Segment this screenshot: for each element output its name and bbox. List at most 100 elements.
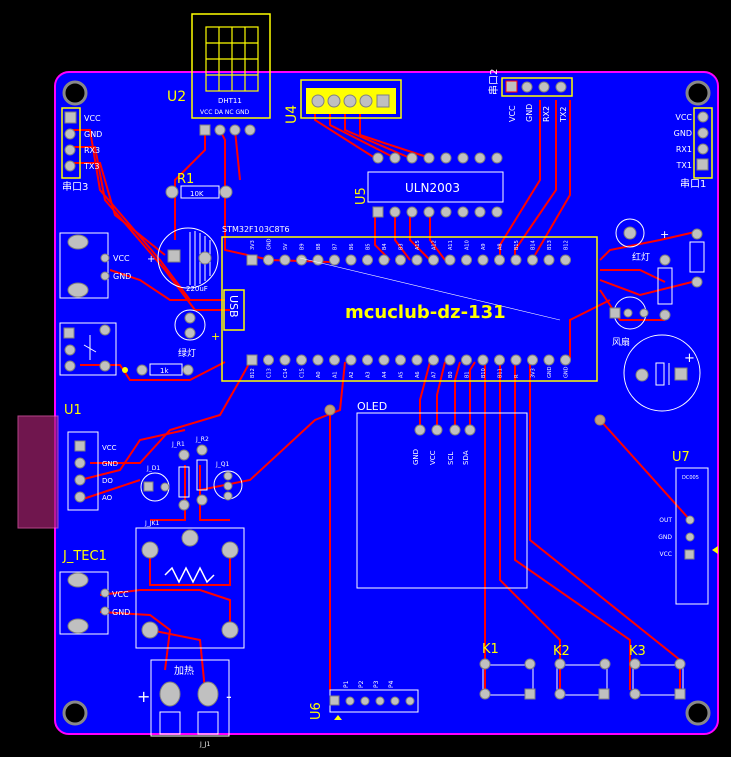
mcu-pin [411,354,423,366]
mcu-pin-label: B14 [531,240,537,250]
pwr-gnd-label: GND [113,272,131,281]
u6-pin-label: P2 [358,680,365,688]
j-j1-slot [159,711,181,735]
mcu-pin [428,354,439,366]
mcu-pin [428,254,439,266]
u7-outline [675,467,709,605]
heat-label: 加热 [174,664,194,677]
j-j1-label: J_J1 [199,741,211,748]
mount-hole-tl [62,80,88,106]
mcu-pin-label: GND [267,238,273,250]
oled-pin-label: GND [412,449,420,465]
j-tec1-outline [59,571,109,635]
j-q1-pad [223,471,233,481]
port3-pins [64,111,77,172]
port3-pin-label: GND [84,130,102,139]
big-cap-plus: + [684,351,695,366]
uln2003-pin [440,152,452,164]
u7-pins [684,515,695,560]
uln2003-pin [491,152,503,164]
u5-label: U5 [354,187,369,205]
mcu-pin-label: B12 [250,368,256,378]
u6-label: U6 [309,702,324,720]
cap-value: 220uF [186,285,208,293]
u6-pin1-marker [334,715,342,720]
usb-outline [223,289,245,331]
u6-pin-label: P4 [388,680,395,688]
lr-pad [136,364,148,376]
u7-marker [712,546,718,554]
right-resistor-pad [691,228,703,240]
mcu-pin [263,354,274,366]
mcu-pin [477,254,489,266]
tec-vcc-label: VCC [112,590,129,599]
j-r2-pad [196,494,208,506]
mcu-pin [395,254,406,266]
mcu-pin [461,354,472,366]
uln2003-label: ULN2003 [405,181,460,195]
mcu-pin [543,254,555,266]
relay-outline [59,322,117,376]
r1-value: 10K [190,190,204,198]
uln2003-pin [406,206,418,218]
u1-labels: VCC GND DO AO [102,444,118,502]
mcu-pin [494,254,505,266]
pwr-pin [100,253,110,263]
mcu-pin [345,354,357,366]
port3-labels: VCC GND RX3 TX3 [83,114,102,171]
u4-pins [311,94,390,108]
tec-gnd-label: GND [112,608,130,617]
mcu-pin-label: C14 [283,368,289,378]
u1-pins [74,440,86,503]
j-q1-label: J_Q1 [215,461,229,468]
green-led-outline [174,309,206,341]
mcu-pin-label: A7 [432,371,438,378]
mcu-pin-label: B11 [498,368,504,378]
mcu-pin [362,354,373,366]
lr-body [149,363,183,376]
j-d1-pad [143,481,154,492]
j-j1-outline [150,659,230,737]
r1-pad [165,185,179,199]
r1-label: R1 [177,172,194,187]
uln2003-pin [440,206,452,218]
mcu-pin [494,354,505,366]
j-tec1-label: J_TEC1 [62,549,107,564]
oled-pin-label: VCC [429,450,437,465]
mcu-pin-label: B9 [300,243,306,250]
j-r2-label: J_R2 [195,436,209,443]
cap-plus: + [147,254,155,265]
port1-pin-label: GND [674,129,692,138]
right-resistor-pad [691,276,703,288]
pwr-pin [100,271,110,281]
j-d1-label: J_D1 [146,465,160,472]
uln2003-pin [389,206,401,218]
fan-label: 风扇 [612,336,630,348]
red-led-outline [615,218,645,248]
mcu-pin-label: B10 [481,368,487,378]
green-led-pad [184,312,196,324]
mcu-pin-label: C13 [267,368,273,378]
mcu-pin-label: GND [547,366,553,378]
k2-button: K2 [553,644,611,700]
red-led-plus: + [660,228,669,241]
red-led-pad [623,226,637,240]
port2-pin-label: RX2 [542,106,551,122]
uln2003-pin [372,206,384,218]
mcu-pin-label: A4 [382,371,388,378]
mcu-pin [279,354,291,366]
lr-dot [122,367,128,373]
j-r2-pad [196,444,208,456]
mcu-pin-label: C15 [300,368,306,378]
j-j1-slot [197,711,219,735]
dht11-outline [191,13,271,119]
mcu-pin-label: B6 [349,243,355,250]
u7-labels: OUT GND VCC [658,517,672,558]
mcu-pin-label: B0 [448,371,454,378]
u7-pin-label: OUT [659,517,672,524]
j-jk1-outline [135,527,245,649]
mcu-pin [378,354,390,366]
mcu-pin [263,254,274,266]
lr-value: 1k [160,367,169,375]
relay-symbol [83,335,97,360]
